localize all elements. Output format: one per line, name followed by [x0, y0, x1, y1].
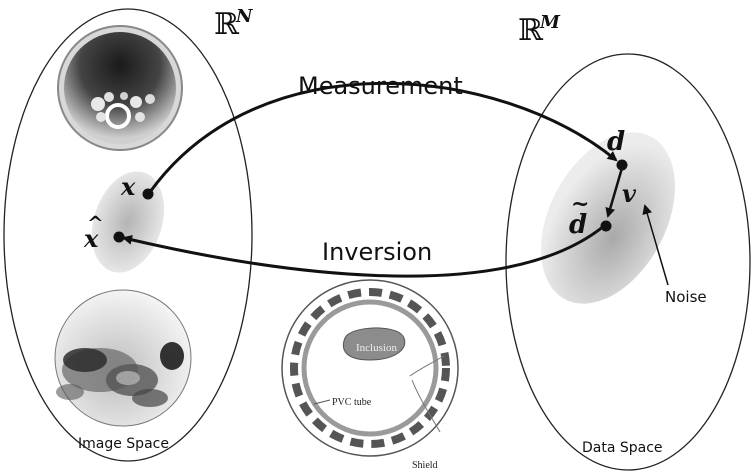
- label-d: d: [607, 127, 625, 157]
- data-space-superscript: M: [539, 12, 561, 33]
- image-space-ellipse: [3, 8, 253, 462]
- noise-label: Noise: [665, 288, 707, 306]
- point-d: [616, 159, 628, 171]
- label-d-tilde: d: [569, 210, 587, 240]
- data-space-ellipse: [505, 53, 751, 471]
- pvc-tube-ring: [301, 299, 439, 437]
- inclusion-shape: [342, 327, 406, 361]
- phantom-outer-circle: [281, 279, 459, 457]
- point-x: [142, 188, 154, 200]
- noise-vector-arrow: [605, 167, 624, 218]
- phantom-schematic: Inclusion PVC tube Shield: [281, 279, 459, 471]
- label-x-hat-accent: ^: [87, 211, 104, 235]
- noise-pointer-arrow: [642, 204, 669, 286]
- data-space-distribution: [541, 132, 675, 304]
- label-x-hat: x: [83, 224, 99, 253]
- label-x: x: [120, 172, 136, 201]
- tube-pointer: [313, 399, 331, 405]
- inversion-arrow: [122, 224, 605, 278]
- label-d-tilde-accent: ~: [571, 191, 589, 217]
- measurement-label: Measurement: [298, 72, 463, 100]
- tube-label: PVC tube: [332, 397, 372, 408]
- image-space-superscript: N: [235, 6, 254, 27]
- data-space-caption: Data Space: [582, 440, 663, 456]
- image-space-symbol: ℝ: [214, 7, 240, 42]
- inclusion-label: Inclusion: [356, 342, 397, 354]
- inversion-label: Inversion: [322, 238, 432, 266]
- tube-inset-image: [57, 25, 183, 151]
- shield-ring: [290, 288, 450, 448]
- image-space-caption: Image Space: [78, 436, 169, 452]
- measurement-arrow: [148, 81, 618, 193]
- shield-label: Shield: [412, 460, 438, 471]
- label-v: v: [622, 179, 637, 208]
- point-d-tilde: [600, 220, 612, 232]
- reconstruction-inset-image: [54, 289, 192, 427]
- electrode-lead: [409, 355, 445, 377]
- point-x-hat: [113, 231, 125, 243]
- data-space-symbol: ℝ: [518, 13, 544, 48]
- shield-lead: [411, 379, 441, 433]
